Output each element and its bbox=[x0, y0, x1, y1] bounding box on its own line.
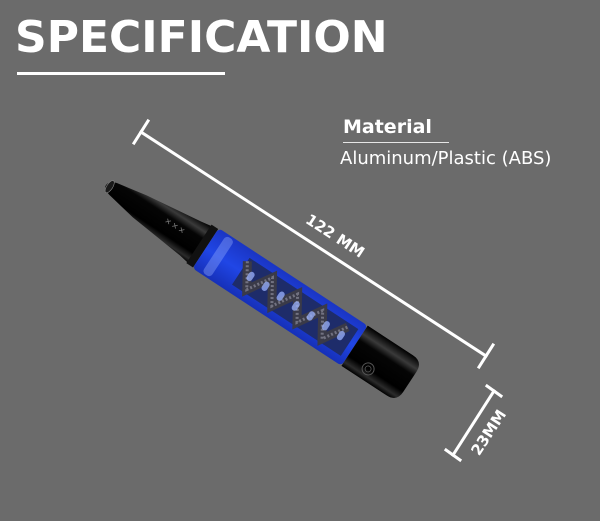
material-underline bbox=[343, 142, 449, 143]
material-heading: Material bbox=[343, 116, 432, 138]
bottom-cap bbox=[341, 325, 419, 398]
power-button-icon bbox=[361, 362, 375, 376]
page-title: SPECIFICATION bbox=[15, 12, 388, 63]
mouthpiece bbox=[105, 182, 213, 264]
vape-device bbox=[104, 180, 419, 398]
logo-mark bbox=[165, 218, 185, 234]
body-highlights bbox=[203, 236, 346, 341]
length-dimension-line bbox=[131, 118, 496, 370]
title-underline bbox=[17, 72, 225, 75]
diameter-dimension-line bbox=[443, 383, 504, 463]
material-value: Aluminum/Plastic (ABS) bbox=[340, 148, 552, 169]
